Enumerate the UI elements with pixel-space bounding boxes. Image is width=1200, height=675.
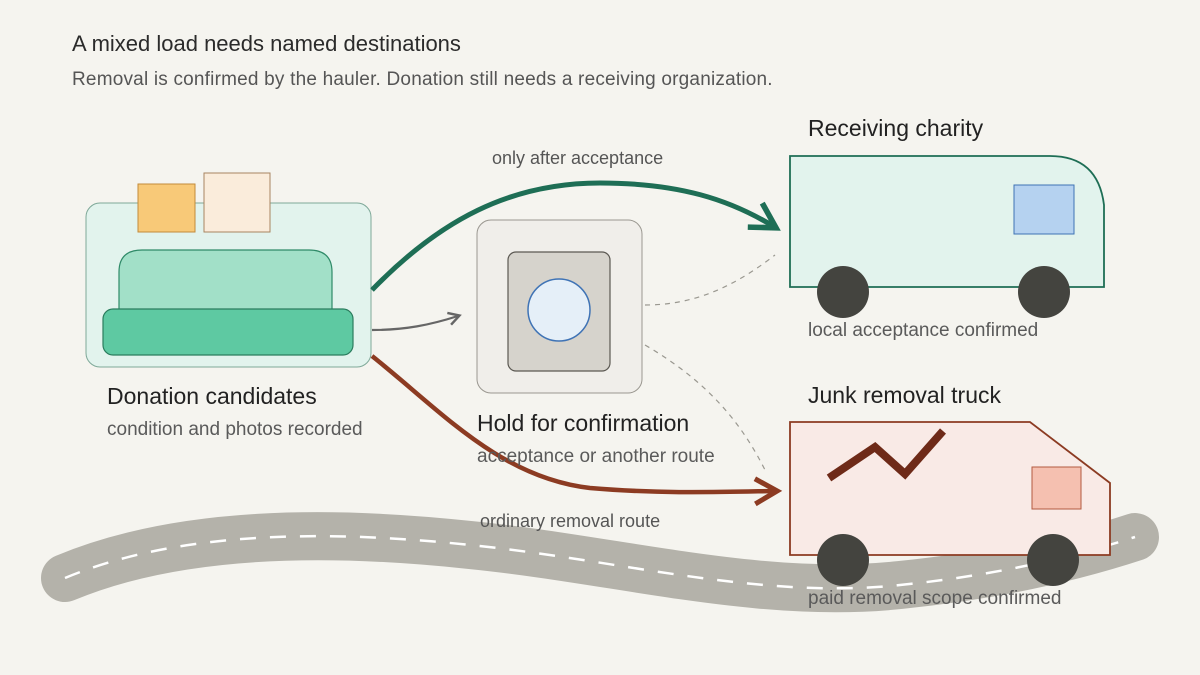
hold-node-title: Hold for confirmation xyxy=(477,410,690,436)
donation-node-subtitle: condition and photos recorded xyxy=(107,419,363,440)
junk-node-title: Junk removal truck xyxy=(808,382,1002,408)
arrow-donation-to-hold xyxy=(371,311,462,332)
dashed-connector-hold-to-junk xyxy=(644,344,766,471)
charity-node-title: Receiving charity xyxy=(808,115,984,141)
edge-label-to-charity: only after acceptance xyxy=(492,148,664,168)
junk-truck-icon xyxy=(789,421,1111,586)
charity-truck-icon xyxy=(789,155,1105,318)
donation-candidates-icon xyxy=(85,172,372,368)
donation-node-title: Donation candidates xyxy=(107,383,317,409)
road xyxy=(41,512,1159,613)
dashed-connector-hold-to-charity xyxy=(644,254,776,306)
charity-node-subtitle: local acceptance confirmed xyxy=(808,320,1039,341)
washing-machine-icon xyxy=(476,219,643,394)
hold-node-subtitle: acceptance or another route xyxy=(477,446,715,467)
edge-label-to-junk: ordinary removal route xyxy=(480,511,661,531)
junk-node-subtitle: paid removal scope confirmed xyxy=(808,588,1062,609)
diagram-subtitle: Removal is confirmed by the hauler. Dona… xyxy=(72,69,773,90)
arrow-donation-to-charity xyxy=(370,180,781,292)
arrow-donation-to-junk xyxy=(370,354,783,507)
diagram-title: A mixed load needs named destinations xyxy=(72,31,461,56)
